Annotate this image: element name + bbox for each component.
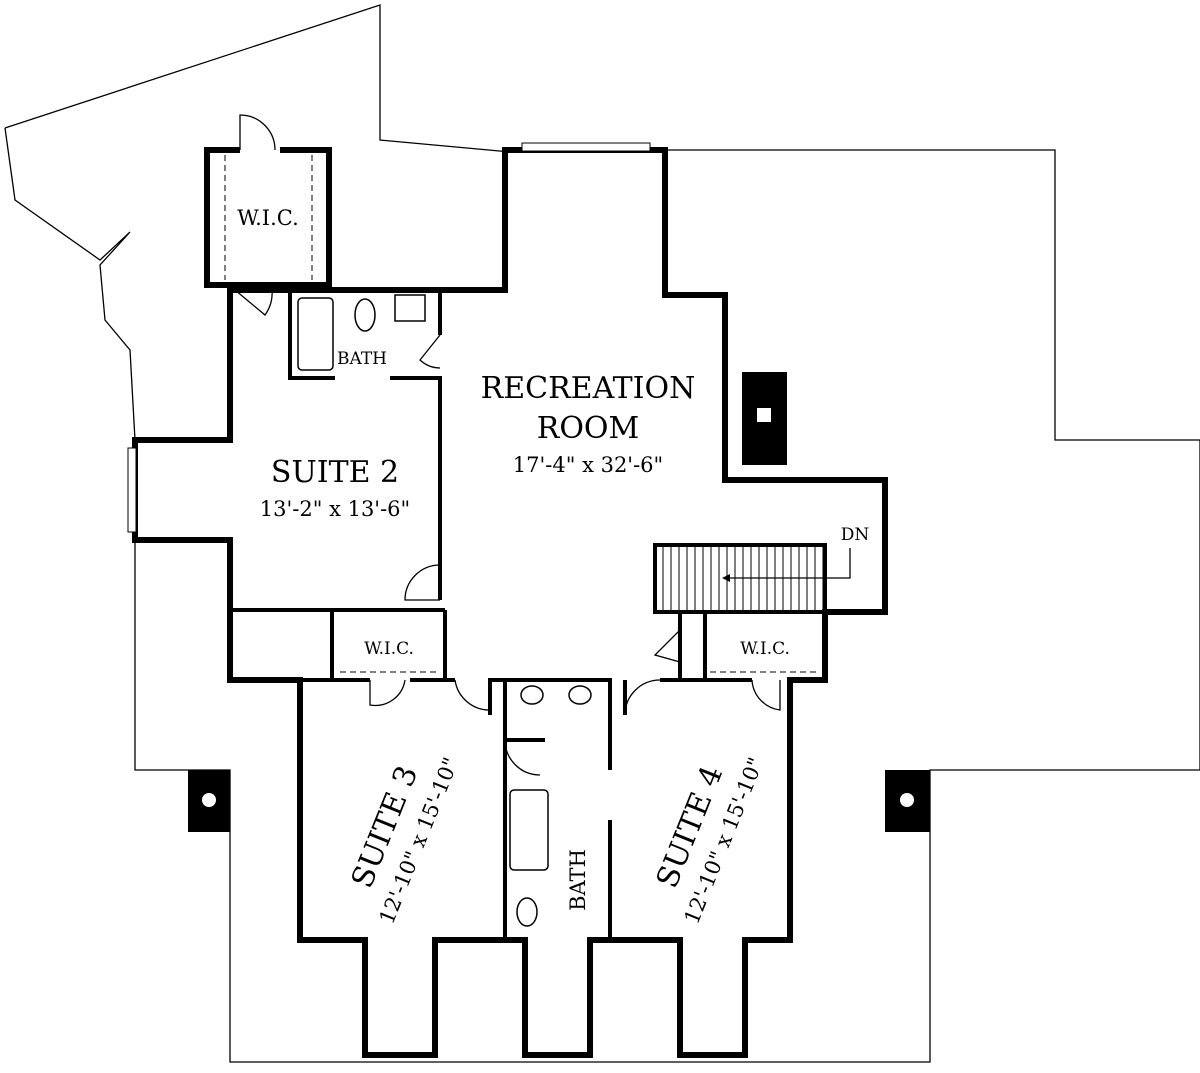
door-swing bbox=[239, 114, 276, 151]
recreation-room-label: RECREATION bbox=[481, 371, 696, 406]
door-swing bbox=[234, 289, 273, 316]
sink bbox=[568, 685, 592, 705]
window-left bbox=[127, 447, 137, 533]
window-top bbox=[521, 142, 651, 152]
recreation-room-dims: 17'-4" x 32'-6" bbox=[513, 453, 663, 477]
stairs-arrow bbox=[730, 548, 851, 579]
stairs-down-label: DN bbox=[841, 525, 870, 545]
roof-outline-left bbox=[4, 127, 136, 441]
suite2-label: SUITE 2 bbox=[271, 455, 399, 490]
recreation-room-label-2: ROOM bbox=[537, 411, 640, 446]
wic-top-label: W.I.C. bbox=[237, 206, 299, 230]
wic-suite3-label: W.I.C. bbox=[364, 639, 414, 659]
roof-outline bbox=[4, 4, 511, 153]
bathtub bbox=[509, 789, 549, 871]
toilet bbox=[354, 298, 376, 332]
toilet bbox=[516, 897, 538, 927]
wic-suite4-label: W.I.C. bbox=[740, 639, 790, 659]
sink bbox=[394, 294, 426, 322]
sink bbox=[520, 685, 544, 705]
bath-center-label: BATH bbox=[566, 849, 590, 911]
suite2-dims: 13'-2" x 13'-6" bbox=[260, 497, 410, 521]
bath-top-label: BATH bbox=[337, 349, 387, 369]
bathtub bbox=[297, 297, 334, 371]
